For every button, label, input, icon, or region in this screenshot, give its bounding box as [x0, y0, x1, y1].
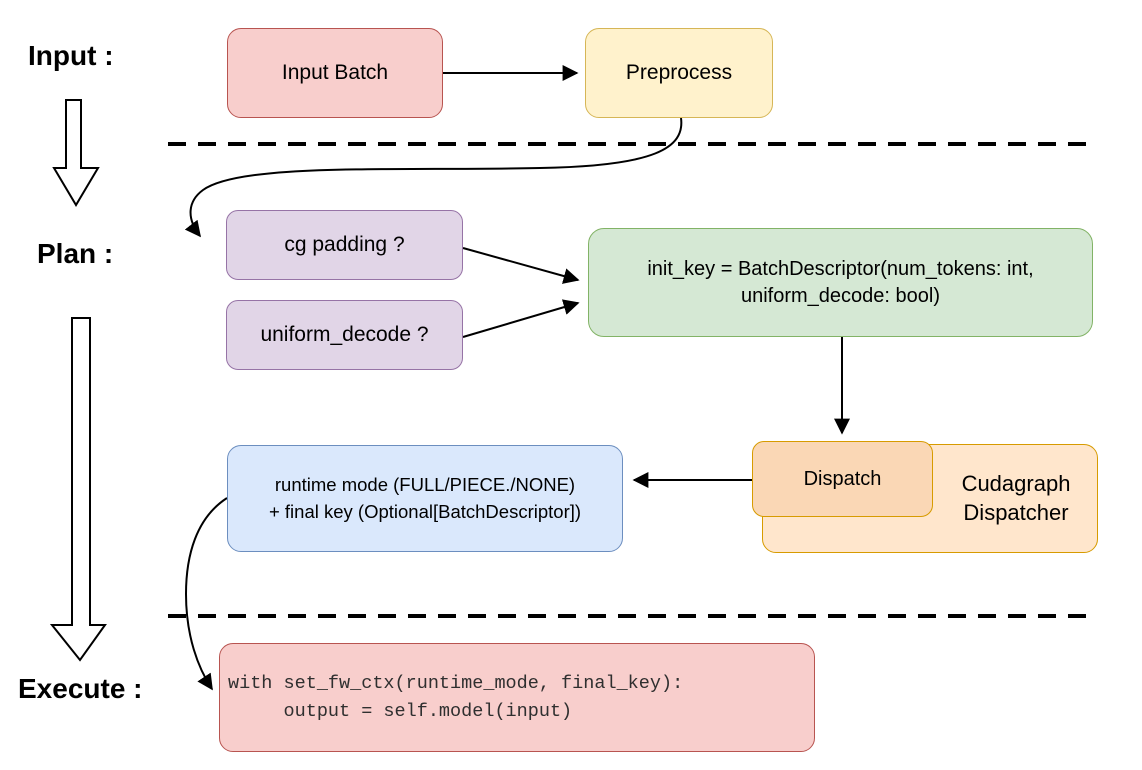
node-cg-padding-label: cg padding ?	[284, 232, 405, 256]
connector-cg-padding-to-init-key	[462, 247, 580, 284]
node-input-batch: Input Batch	[227, 28, 443, 118]
execute-code-line1: with set_fw_ctx(runtime_mode, final_key)…	[228, 672, 684, 694]
node-runtime-result: runtime mode (FULL/PIECE./NONE) + final …	[227, 445, 623, 552]
connector-uniform-decode-to-init-key	[462, 299, 580, 338]
node-init-key-line2: uniform_decode: bool)	[740, 284, 940, 307]
node-preprocess: Preprocess	[585, 28, 773, 118]
node-runtime-result-line1: runtime mode (FULL/PIECE./NONE)	[274, 473, 576, 495]
node-runtime-result-line2: + final key (Optional[BatchDescriptor])	[268, 500, 582, 522]
node-dispatch-label: Dispatch	[803, 467, 882, 490]
node-dispatch: Dispatch	[752, 441, 933, 517]
node-uniform-decode-label: uniform_decode ?	[260, 322, 429, 346]
node-input-batch-label: Input Batch	[281, 60, 389, 84]
node-init-key: init_key = BatchDescriptor(num_tokens: i…	[588, 228, 1093, 337]
connector-runtime-to-execute-code	[184, 497, 228, 691]
node-uniform-decode: uniform_decode ?	[226, 300, 463, 370]
section-label-plan: Plan :	[37, 238, 114, 269]
block-arrow-input-to-plan-icon	[52, 99, 100, 207]
block-arrow-plan-to-execute-icon	[49, 317, 107, 662]
node-cudagraph-dispatcher-label: Cudagraph Dispatcher	[961, 470, 1071, 525]
connector-preprocess-to-cg-padding	[184, 117, 683, 238]
execute-code-line2: output = self.model(input)	[228, 700, 573, 722]
node-cg-padding: cg padding ?	[226, 210, 463, 280]
node-init-key-line1: init_key = BatchDescriptor(num_tokens: i…	[647, 257, 1034, 280]
node-preprocess-label: Preprocess	[625, 60, 733, 84]
node-execute-code: with set_fw_ctx(runtime_mode, final_key)…	[219, 643, 815, 752]
section-label-execute: Execute :	[18, 673, 143, 704]
section-label-input: Input :	[28, 40, 114, 71]
